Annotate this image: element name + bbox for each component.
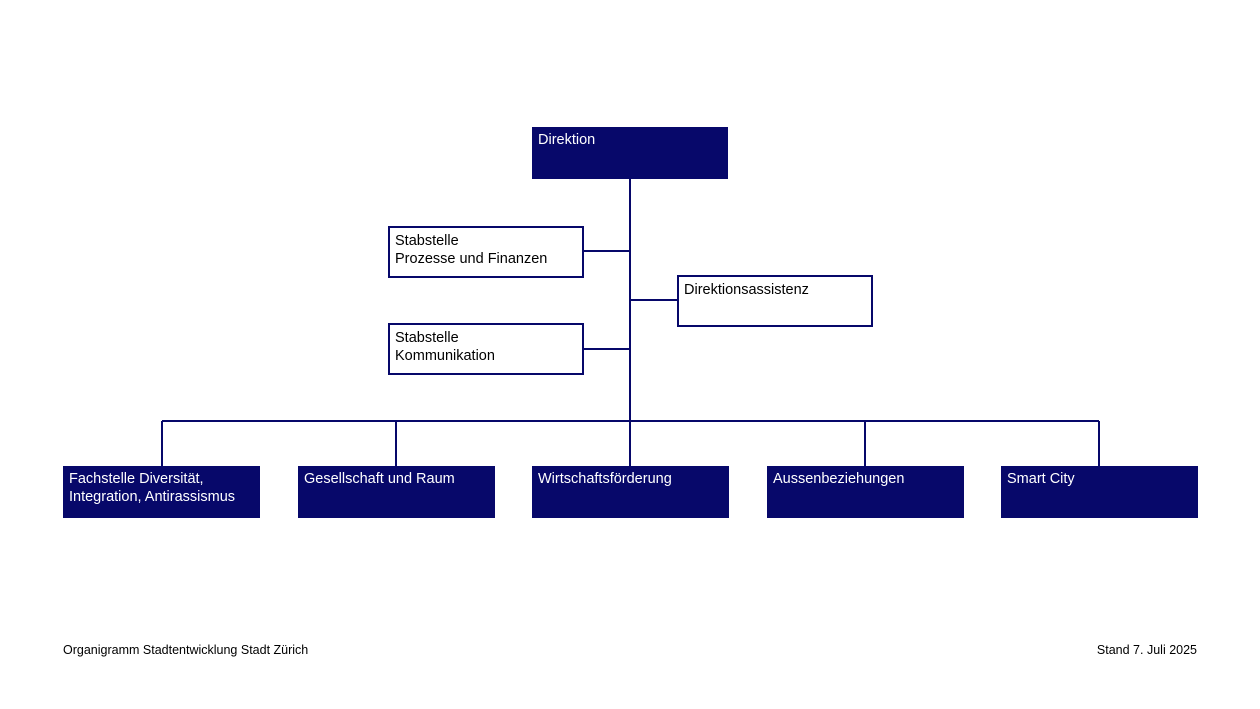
staff-communication-label-1: Stabstelle [395,330,459,346]
department-label-2: Integration, Antirassismus [69,489,236,505]
department-label-1: Fachstelle Diversität, [69,471,204,487]
footer-date: Stand 7. Juli 2025 [1096,643,1197,657]
direction-box: Direktion [532,127,728,179]
department-label: Aussenbeziehungen [773,471,905,487]
department-box-external-relations: Aussenbeziehungen [767,466,964,518]
direction-assistant-box: Direktionsassistenz [677,275,873,327]
staff-finance-box: Stabstelle Prozesse und Finanzen [388,226,584,278]
direction-assistant-label: Direktionsassistenz [684,282,809,298]
department-label: Smart City [1007,471,1075,487]
staff-finance-label-1: Stabstelle [395,233,459,249]
department-box-smart-city: Smart City [1001,466,1198,518]
staff-communication-box: Stabstelle Kommunikation [388,323,584,375]
staff-finance-label-2: Prozesse und Finanzen [395,251,548,267]
department-box-society: Gesellschaft und Raum [298,466,495,518]
department-label: Gesellschaft und Raum [304,471,455,487]
department-box-economy: Wirtschaftsförderung [532,466,729,518]
department-box-diversity: Fachstelle Diversität, Integration, Anti… [63,466,260,518]
department-label: Wirtschaftsförderung [538,471,672,487]
direction-label: Direktion [538,132,596,148]
staff-communication-label-2: Kommunikation [395,348,495,364]
footer-title: Organigramm Stadtentwicklung Stadt Züric… [63,643,309,657]
